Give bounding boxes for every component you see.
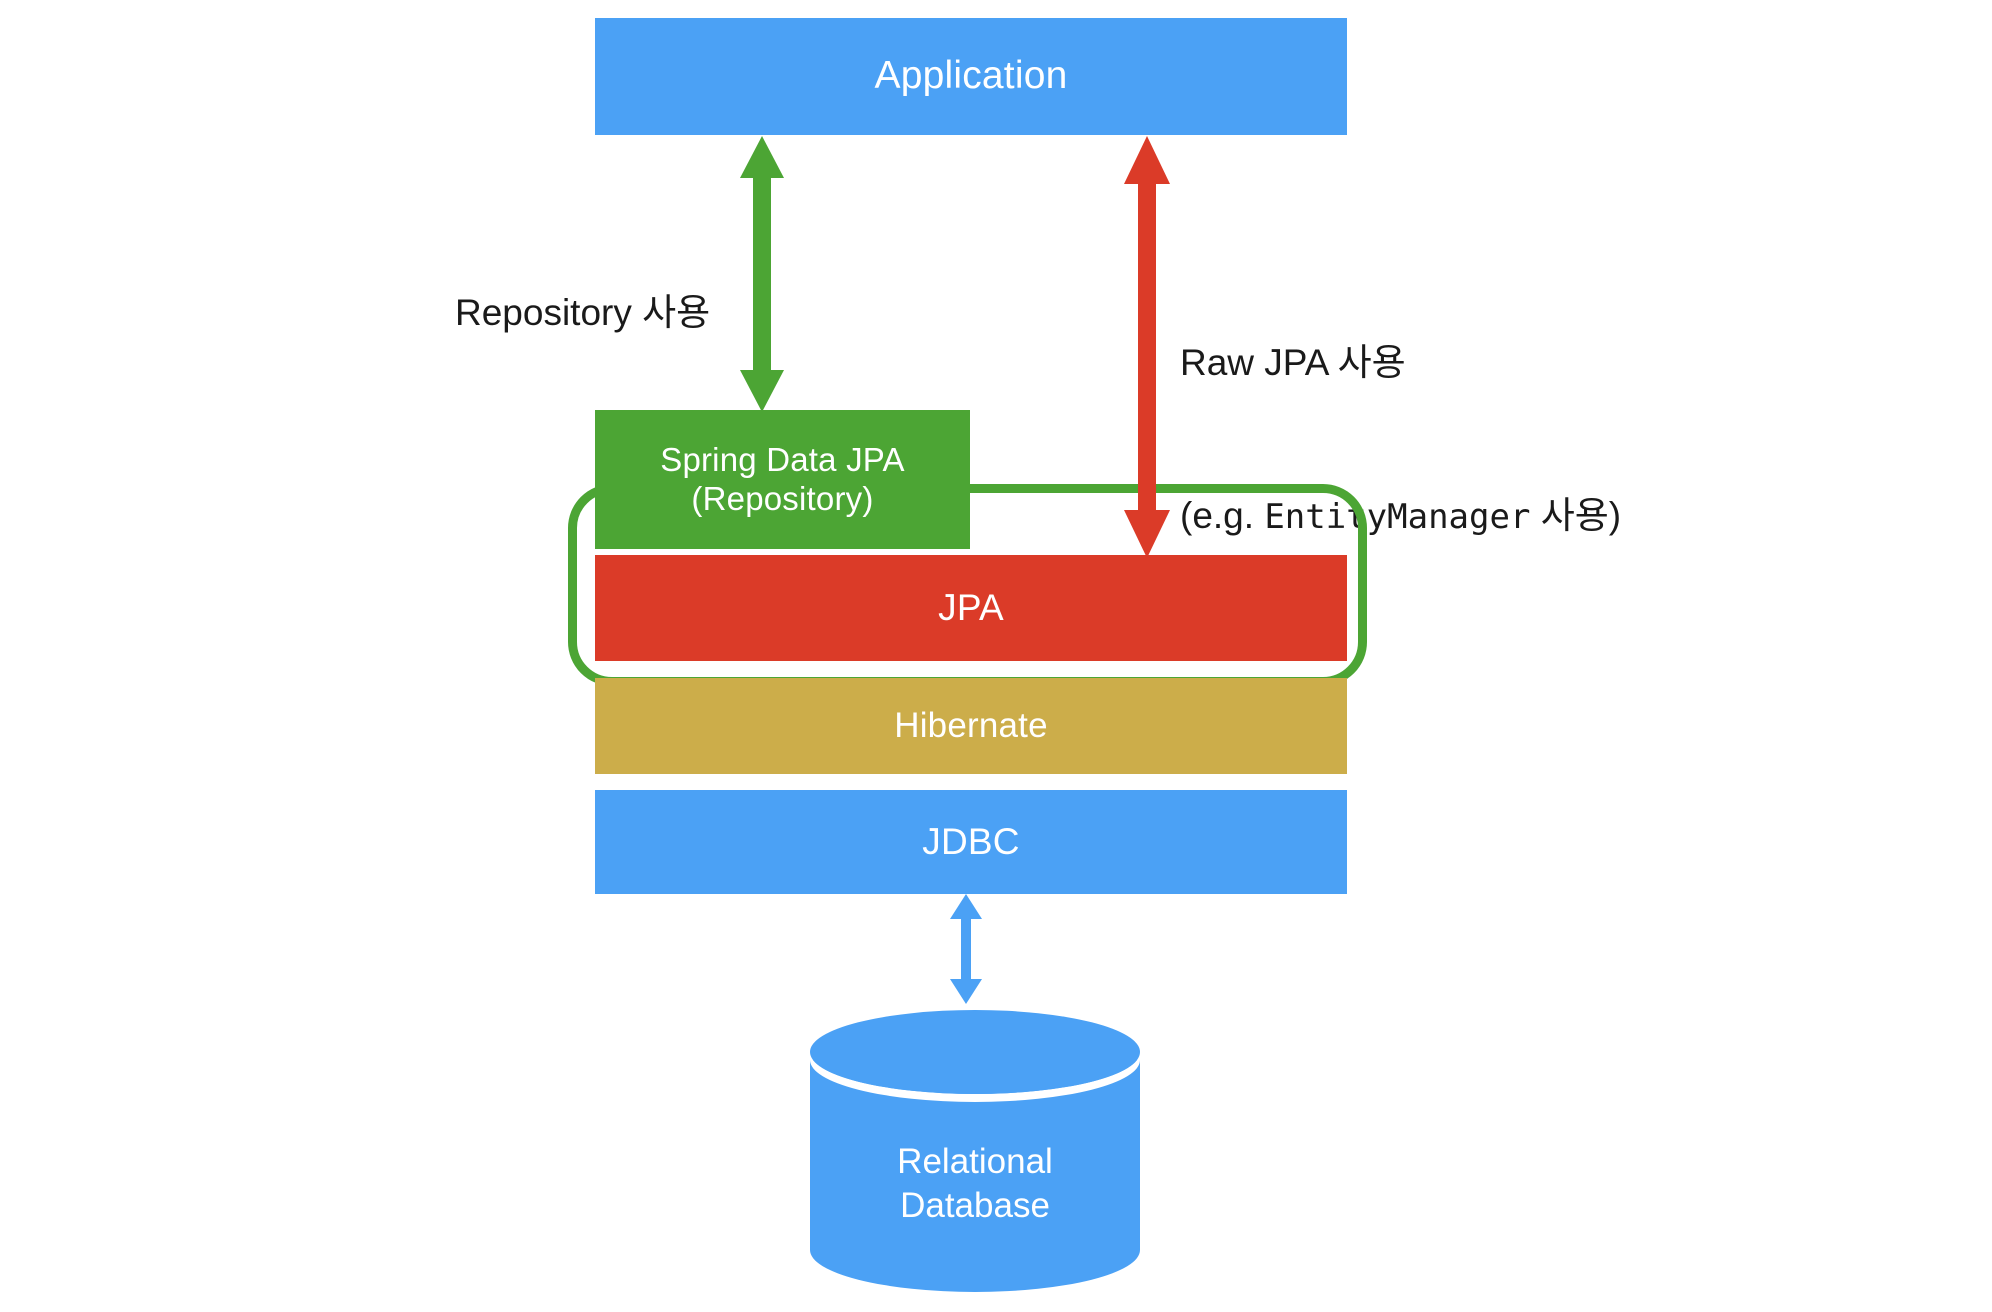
layer-label-spring-data-jpa: Spring Data JPA (Repository) <box>660 440 905 517</box>
arrow-label-raw-jpa-line2: (e.g. EntityManager 사용) <box>1180 439 1621 541</box>
database-cylinder[interactable] <box>810 1010 1140 1295</box>
layer-label-jpa: JPA <box>938 587 1004 629</box>
layer-box-application[interactable]: Application <box>595 18 1347 135</box>
layer-box-jdbc[interactable]: JDBC <box>595 790 1347 894</box>
layer-box-hibernate[interactable]: Hibernate <box>595 678 1347 774</box>
layer-label-hibernate: Hibernate <box>894 706 1048 746</box>
arrow-application-to-spring-data-jpa <box>740 136 784 412</box>
layer-label-application: Application <box>874 54 1068 98</box>
arrow-label-raw-jpa-usage: Raw JPA 사용 (e.g. EntityManager 사용) <box>1180 286 1621 592</box>
layer-label-jdbc: JDBC <box>922 821 1020 863</box>
raw-jpa-line2-suffix: 사용) <box>1530 495 1622 537</box>
arrow-label-raw-jpa-line1: Raw JPA 사용 <box>1180 342 1406 384</box>
layer-box-spring-data-jpa[interactable]: Spring Data JPA (Repository) <box>595 410 970 549</box>
arrow-jdbc-to-database <box>950 894 982 1004</box>
arrow-application-to-jpa <box>1124 136 1170 558</box>
arrow-label-repository-usage: Repository 사용 <box>455 236 710 338</box>
raw-jpa-line2-prefix: (e.g. <box>1180 495 1265 537</box>
arrow-label-repository-text: Repository 사용 <box>455 292 711 334</box>
raw-jpa-entitymanager-term: EntityManager <box>1264 497 1531 538</box>
layer-box-jpa[interactable]: JPA <box>595 555 1347 661</box>
